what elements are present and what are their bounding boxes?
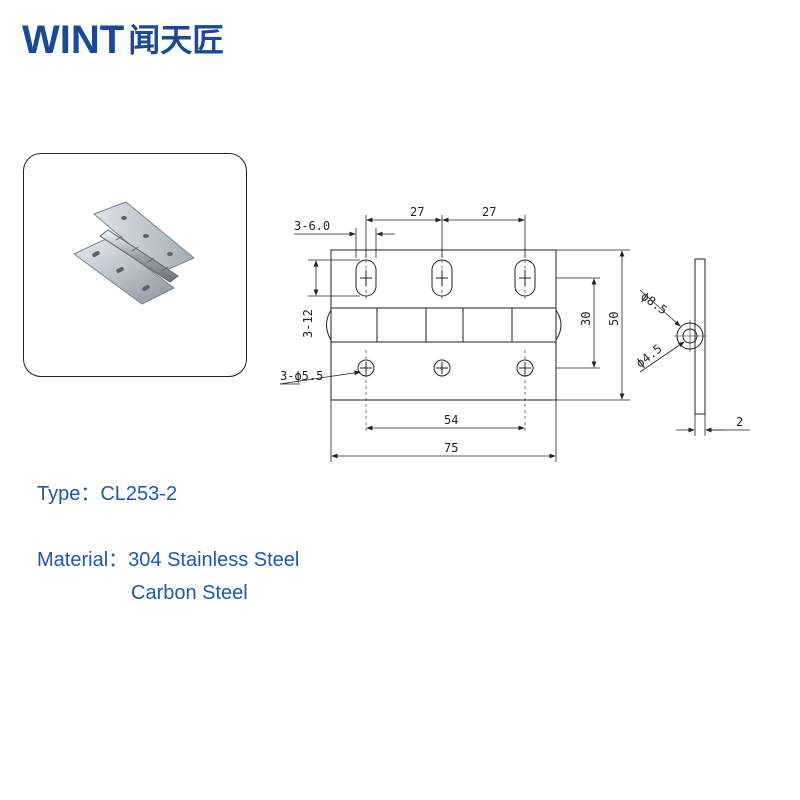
hinge-photo — [73, 201, 195, 305]
dim-hole-span: 54 — [444, 413, 458, 427]
type-value: CL253-2 — [100, 483, 178, 505]
material-line: Material：304 Stainless Steel — [37, 543, 299, 572]
brand-chinese: 闻天匠 — [128, 21, 225, 59]
material-value-1: 304 Stainless Steel — [128, 549, 300, 571]
dim-slot-spec: 3-6.0 — [294, 219, 330, 233]
dim-inner-height: 30 — [579, 312, 593, 326]
knuckle-segment — [462, 307, 513, 343]
knuckle-segment — [376, 307, 427, 343]
material-label: Material： — [37, 549, 129, 571]
dim-slot-length: 3-12 — [301, 309, 315, 338]
material-value-2: Carbon Steel — [131, 582, 248, 604]
brand-logo: WINT 闻天匠 — [22, 18, 224, 62]
side-plate — [694, 258, 706, 415]
type-label: Type： — [37, 483, 101, 505]
product-photo-card — [23, 153, 247, 377]
hole — [433, 359, 451, 377]
dim-overall-width: 75 — [444, 441, 458, 455]
dim-slot-pitch-right: 27 — [482, 205, 496, 219]
dim-slot-pitch-left: 27 — [410, 205, 424, 219]
brand-latin: WINT — [22, 18, 125, 62]
dim-hole-spec: 3-ϕ5.5 — [280, 369, 323, 383]
dim-knuckle-outer: ϕ8.5 — [638, 289, 670, 317]
type-line: Type：CL253-2 — [37, 477, 177, 506]
dim-overall-height: 50 — [607, 312, 621, 326]
dim-thickness: 2 — [736, 415, 743, 429]
technical-drawing: 27 27 3-6.0 3-12 30 50 54 75 3-ϕ5.5 ϕ8.5… — [279, 205, 750, 462]
